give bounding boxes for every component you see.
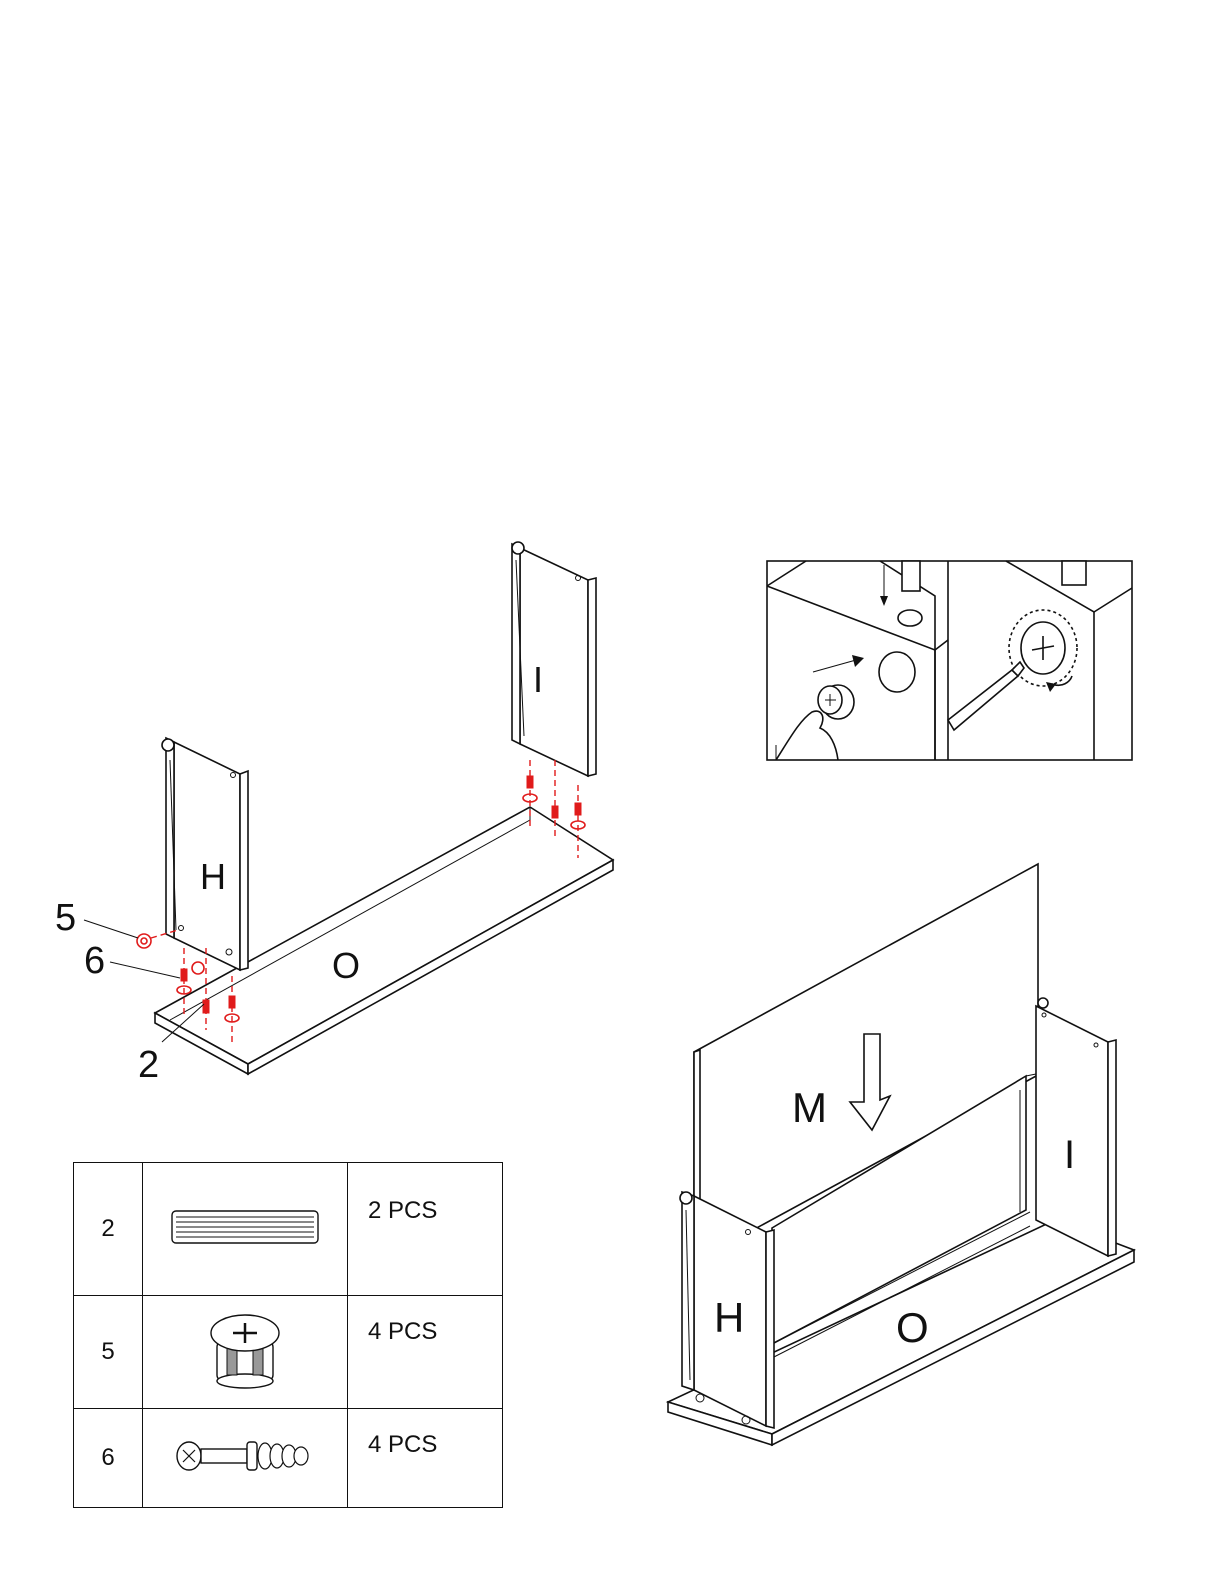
cam-bolt-icon bbox=[527, 776, 533, 788]
detail-step-tighten bbox=[948, 561, 1132, 760]
table-row: 6 4 PCS bbox=[74, 1409, 503, 1508]
part-image-cell bbox=[143, 1163, 348, 1296]
panel-label-o-right: O bbox=[896, 1304, 929, 1351]
callout-6: 6 bbox=[84, 940, 105, 982]
panel-label-i: I bbox=[533, 659, 543, 700]
panel-label-i-right: I bbox=[1064, 1133, 1075, 1177]
screwdriver-icon bbox=[948, 662, 1024, 730]
detail-step-insert bbox=[767, 561, 948, 760]
panel-label-h: H bbox=[200, 856, 226, 897]
leader-line-6 bbox=[110, 962, 180, 978]
cam-lock-icon bbox=[205, 1311, 285, 1389]
cam-lock-detail-inset bbox=[767, 561, 1132, 760]
panel-label-h-right: H bbox=[714, 1294, 744, 1341]
leader-line-5 bbox=[84, 920, 138, 938]
cam-bolt-icon bbox=[181, 969, 187, 981]
cam-bolt-icon bbox=[575, 803, 581, 815]
panel-h-left bbox=[162, 738, 248, 970]
table-row: 2 2 PCS bbox=[74, 1163, 503, 1296]
part-quantity: 4 PCS bbox=[348, 1409, 503, 1508]
left-assembly-figure: H I O 5 6 2 bbox=[55, 542, 613, 1086]
dowel-icon bbox=[203, 1000, 209, 1013]
part-quantity: 4 PCS bbox=[348, 1296, 503, 1409]
callout-2: 2 bbox=[138, 1044, 159, 1086]
right-assembly-figure: M I H O bbox=[668, 864, 1134, 1445]
panel-i-right bbox=[1036, 998, 1116, 1256]
part-number: 5 bbox=[74, 1296, 143, 1409]
panel-label-o: O bbox=[332, 945, 360, 986]
hand-icon bbox=[776, 711, 838, 760]
parts-table: 2 2 PCS 5 4 PCS bbox=[73, 1162, 503, 1508]
part-image-cell bbox=[143, 1296, 348, 1409]
cam-lock-icon bbox=[137, 934, 151, 948]
cam-bolt-icon bbox=[229, 996, 235, 1008]
part-number: 2 bbox=[74, 1163, 143, 1296]
callout-5: 5 bbox=[55, 897, 76, 939]
wooden-dowel-icon bbox=[170, 1207, 320, 1247]
dowel-icon bbox=[552, 806, 558, 818]
part-quantity: 2 PCS bbox=[348, 1163, 503, 1296]
part-image-cell bbox=[143, 1409, 348, 1508]
table-row: 5 4 PCS bbox=[74, 1296, 503, 1409]
cam-lock-icon bbox=[192, 962, 204, 974]
panel-i-left bbox=[512, 542, 596, 776]
cam-lock-insert-icon bbox=[818, 685, 854, 719]
detail-frame bbox=[767, 561, 1132, 760]
cam-bolt-icon bbox=[175, 1436, 315, 1476]
part-number: 6 bbox=[74, 1409, 143, 1508]
panel-label-m: M bbox=[792, 1084, 827, 1131]
